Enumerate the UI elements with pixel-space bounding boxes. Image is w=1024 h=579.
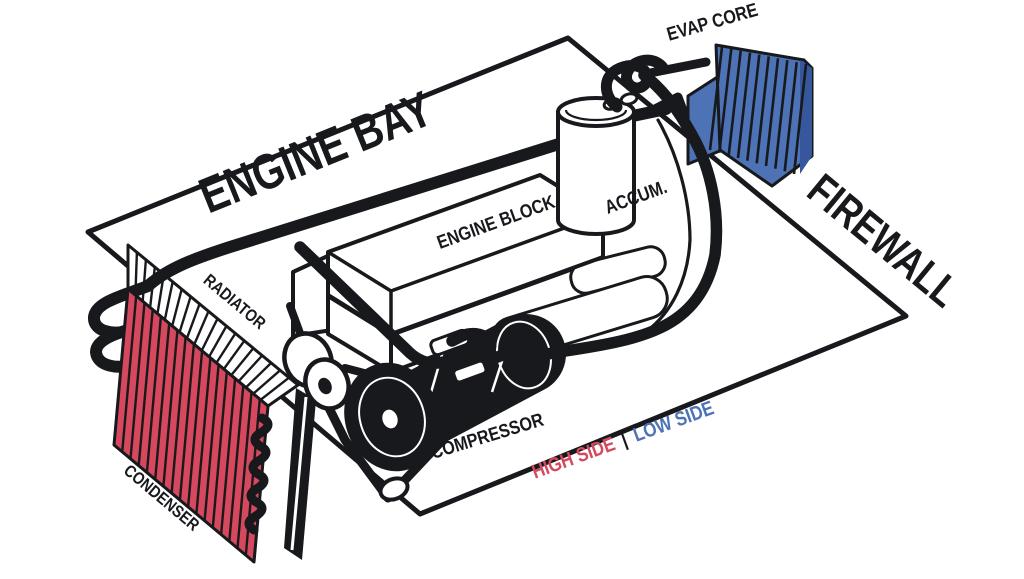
accumulator [556,92,639,236]
high-side-line-compressor [294,241,497,369]
compressor [344,314,566,472]
low-side-line [486,54,723,365]
accumulator-loop [603,57,667,110]
evap-core [686,43,814,188]
radiator [126,243,316,560]
evap-core-label: EVAP CORE [664,0,760,45]
evap-fins [708,46,808,175]
condenser-serpentine [246,415,271,533]
condenser [112,287,273,564]
engine-block-box [326,173,605,336]
belt [311,377,457,503]
suction-port [452,359,488,384]
svg-text:EVAP CORE: EVAP CORE [664,0,760,45]
idler-pulley [378,476,410,502]
high-side-line-condenser [88,103,672,373]
radiator-pleats [126,245,299,407]
inner-hose [644,118,692,334]
legend-separator: | [618,427,630,450]
